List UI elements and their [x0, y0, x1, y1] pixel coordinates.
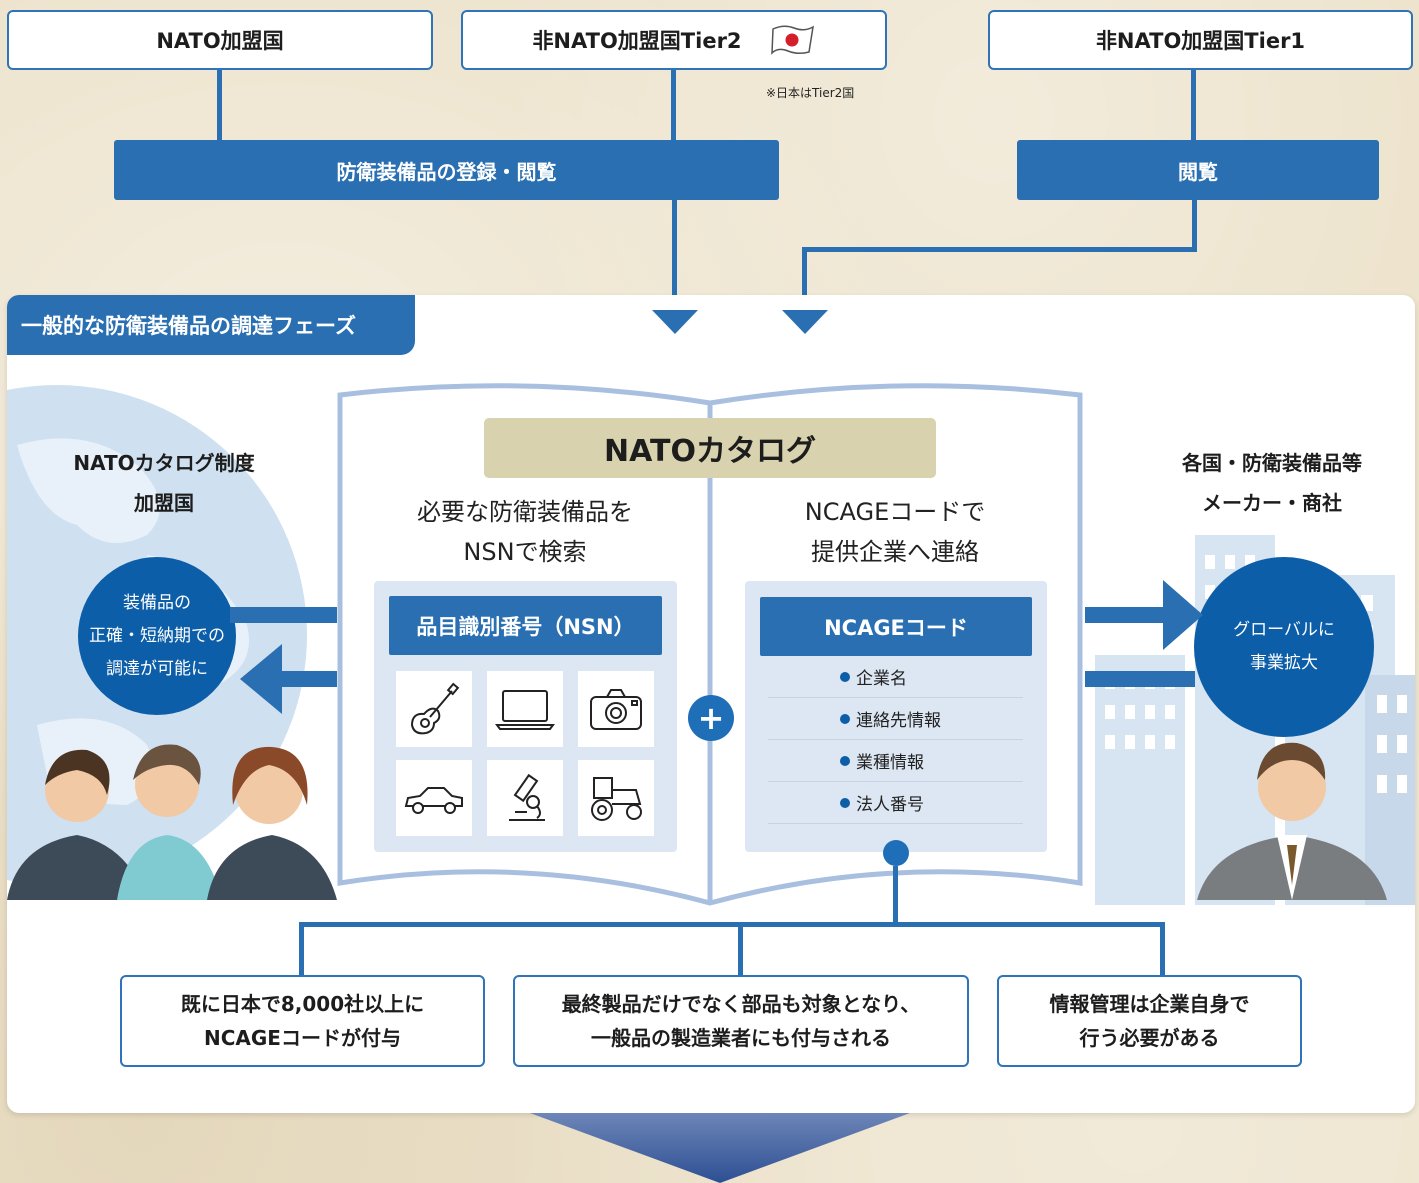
microscope-icon	[487, 760, 563, 836]
phase-tag-label: 一般的な防衛装備品の調達フェーズ	[21, 314, 356, 338]
right-page-text-line2: 提供企業へ連絡	[811, 538, 979, 566]
connector-browse-down	[1192, 200, 1197, 252]
arrow-down-browse	[782, 310, 828, 334]
note1-line1: 既に日本で8,000社以上に	[180, 992, 425, 1016]
note3-line2: 行う必要がある	[1079, 1026, 1220, 1050]
list-item: 業種情報	[768, 740, 1023, 782]
arrow-left-head	[240, 644, 282, 714]
notes-connector-horizontal	[299, 922, 1165, 927]
left-group-label: NATOカタログ制度 加盟国	[29, 443, 299, 523]
bullet-icon	[840, 671, 850, 682]
notes-connector-left	[299, 922, 304, 975]
catalog-title: NATOカタログ	[484, 418, 936, 478]
right-page-text-line1: NCAGEコードで	[804, 498, 986, 526]
arrow-right-upper-shaft	[1085, 607, 1165, 623]
arrow-left-upper	[230, 607, 337, 623]
box-nato-members-label: NATO加盟国	[156, 29, 284, 53]
left-page-text: 必要な防衛装備品を NSNで検索	[380, 492, 670, 572]
left-circle-line1: 装備品の	[123, 592, 191, 613]
phase-tag: 一般的な防衛装備品の調達フェーズ	[7, 295, 415, 355]
arrow-right-head	[1163, 580, 1203, 650]
right-group-label-line2: メーカー・商社	[1202, 491, 1342, 515]
list-item: 連絡先情報	[768, 698, 1023, 740]
guitar-icon	[396, 671, 472, 747]
car-icon	[396, 760, 472, 836]
left-benefit-circle: 装備品の 正確・短納期での 調達が可能に	[78, 557, 236, 715]
note2-line2: 一般品の製造業者にも付与される	[591, 1026, 891, 1050]
right-circle-line2: 事業拡大	[1250, 653, 1318, 673]
arrow-down-register	[652, 310, 698, 334]
japan-flag-icon	[770, 25, 814, 55]
arrow-right-lower	[1085, 671, 1195, 687]
right-page-text: NCAGEコードで 提供企業へ連絡	[750, 492, 1040, 572]
nsn-header-label: 品目識別番号（NSN）	[416, 614, 635, 639]
tractor-icon	[578, 760, 654, 836]
bar-register-browse-label: 防衛装備品の登録・閲覧	[336, 159, 557, 184]
connector-tier2	[671, 70, 676, 140]
connector-register-down	[672, 200, 677, 312]
left-group-label-line2: 加盟国	[134, 491, 194, 515]
left-circle-line3: 調達が可能に	[106, 658, 208, 679]
notes-connector-mid	[738, 922, 743, 975]
businessman-illustration	[1197, 742, 1387, 900]
right-benefit-circle: グローバルに 事業拡大	[1194, 557, 1374, 737]
plus-label: +	[697, 699, 725, 737]
bullet-icon	[840, 797, 850, 808]
bar-register-browse: 防衛装備品の登録・閲覧	[114, 140, 779, 200]
ncage-item-industry: 業種情報	[856, 753, 924, 773]
bar-browse: 閲覧	[1017, 140, 1379, 200]
note1-line2: NCAGEコードが付与	[204, 1026, 401, 1050]
ncage-item-contact: 連絡先情報	[856, 711, 941, 731]
bottom-chevron-arrow	[530, 1113, 910, 1183]
camera-icon	[578, 671, 654, 747]
note-ncage-count: 既に日本で8,000社以上に NCAGEコードが付与	[120, 975, 485, 1067]
left-page-text-line1: 必要な防衛装備品を	[417, 498, 633, 526]
connector-browse-horizontal	[802, 247, 1197, 252]
box-non-nato-tier1-label: 非NATO加盟国Tier1	[1095, 29, 1306, 53]
ncage-connector-dot	[883, 840, 909, 866]
note2-line1: 最終製品だけでなく部品も対象となり、	[561, 992, 921, 1016]
connector-tier1	[1191, 70, 1196, 140]
right-group-label-line1: 各国・防衛装備品等	[1182, 451, 1362, 475]
people-illustration	[7, 744, 337, 900]
arrow-left-lower-shaft	[280, 671, 337, 687]
notes-connector-right	[1160, 922, 1165, 975]
plus-icon: +	[688, 695, 734, 741]
nsn-header: 品目識別番号（NSN）	[389, 596, 662, 655]
bar-browse-label: 閲覧	[1178, 159, 1218, 184]
tier2-note: ※日本はTier2国	[766, 86, 855, 100]
laptop-icon	[487, 671, 563, 747]
bullet-icon	[840, 755, 850, 766]
notes-connector-vertical	[893, 866, 898, 926]
box-nato-members: NATO加盟国	[7, 10, 433, 70]
box-non-nato-tier2: 非NATO加盟国Tier2	[461, 10, 887, 70]
ncage-item-company: 企業名	[856, 669, 907, 689]
left-group-label-line1: NATOカタログ制度	[73, 451, 255, 475]
connector-nato	[217, 70, 222, 140]
box-non-nato-tier1: 非NATO加盟国Tier1	[988, 10, 1413, 70]
connector-browse-down2	[802, 247, 807, 312]
right-circle-line1: グローバルに	[1233, 620, 1335, 640]
bullet-icon	[840, 713, 850, 724]
ncage-header-label: NCAGEコード	[824, 615, 968, 640]
note-component-scope: 最終製品だけでなく部品も対象となり、 一般品の製造業者にも付与される	[513, 975, 969, 1067]
list-item: 法人番号	[768, 782, 1023, 824]
ncage-item-corp-number: 法人番号	[856, 795, 924, 815]
catalog-title-label: NATOカタログ	[604, 434, 816, 469]
note3-line1: 情報管理は企業自身で	[1049, 992, 1250, 1016]
left-page-text-line2: NSNで検索	[463, 538, 587, 566]
ncage-header: NCAGEコード	[760, 597, 1032, 656]
right-group-label: 各国・防衛装備品等 メーカー・商社	[1137, 443, 1407, 523]
box-non-nato-tier2-label: 非NATO加盟国Tier2	[532, 29, 742, 53]
left-circle-line2: 正確・短納期での	[89, 625, 225, 646]
note-info-management: 情報管理は企業自身で 行う必要がある	[997, 975, 1302, 1067]
list-item: 企業名	[768, 656, 1023, 698]
